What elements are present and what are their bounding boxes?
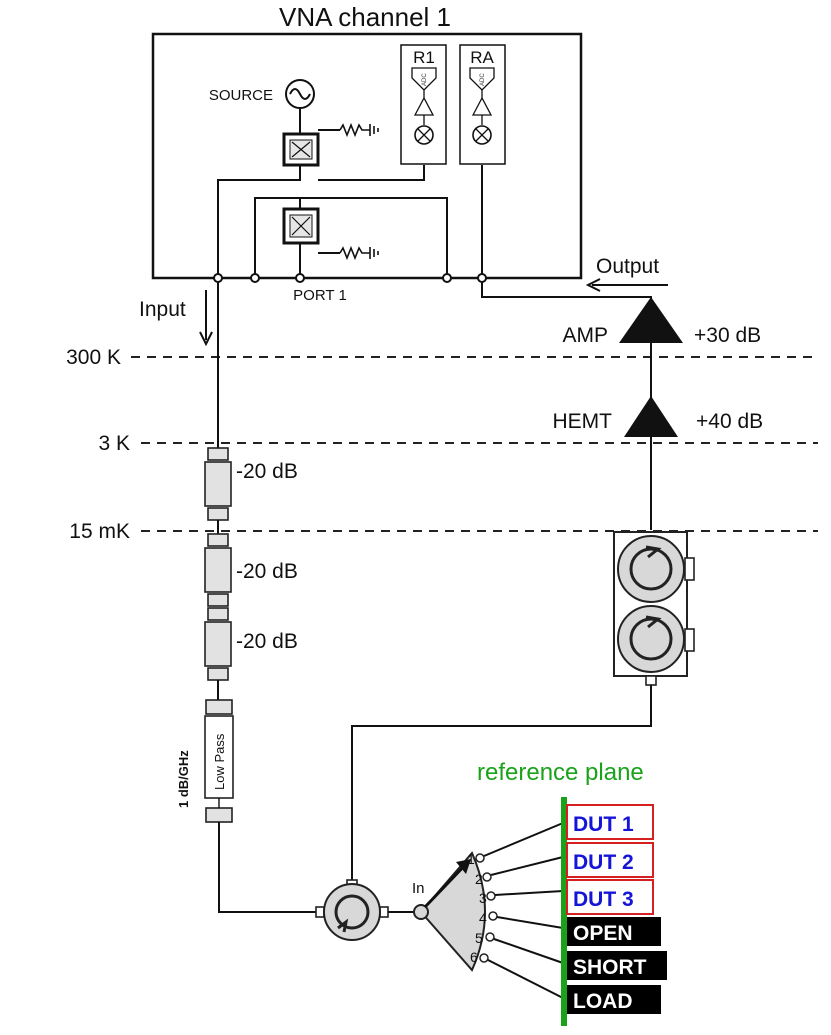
hemt-label: HEMT: [553, 410, 613, 433]
short-label: SHORT: [573, 956, 647, 979]
source-label: SOURCE: [209, 87, 273, 104]
hemt-gain: +40 dB: [696, 410, 763, 433]
switch-in-label: In: [412, 880, 425, 897]
amp-label: AMP: [562, 324, 608, 347]
coupler1-r1-wire: [299, 165, 425, 181]
isolator-to-circulator-wire: [351, 685, 652, 880]
dut-3-label: DUT 3: [573, 888, 634, 911]
receiver-ra-label: RA: [470, 48, 494, 67]
input-label: Input: [139, 298, 186, 321]
amp-gain: +30 dB: [694, 324, 761, 347]
output-cable: [481, 282, 652, 530]
attenuator-2-label: -20 dB: [236, 560, 298, 583]
switch-wire-1: [483, 822, 564, 857]
adc-ra-label: ADC: [480, 73, 486, 86]
circulator-icon: [315, 879, 389, 941]
open-label: OPEN: [573, 922, 633, 945]
adc-r1-label: ADC: [422, 73, 428, 86]
coupler2-loop-wire: [254, 197, 448, 278]
coupler-1-icon: [282, 132, 320, 167]
switch-wire-4: [496, 916, 564, 929]
attenuator-2: [204, 533, 232, 607]
coupler-2-icon: [282, 207, 320, 245]
vna-title: VNA channel 1: [279, 2, 451, 32]
switch-port-6: 6: [470, 949, 478, 965]
attenuator-3-label: -20 dB: [236, 630, 298, 653]
stage-3k-label: 3 K: [98, 432, 130, 455]
rf-switch-icon: [413, 851, 498, 972]
receiver-r1-label: R1: [413, 48, 435, 67]
switch-port-2: 2: [475, 871, 483, 887]
switch-port-5: 5: [475, 930, 483, 946]
input-to-circulator-wire: [218, 822, 318, 913]
hemt-triangle-icon: [624, 396, 678, 437]
receiver-ra: RA ADC: [459, 44, 506, 165]
low-pass-label: Low Pass: [212, 733, 227, 790]
amp-triangle-icon: [619, 297, 683, 343]
dut-3-box: DUT 3: [566, 879, 654, 915]
switch-wire-6: [487, 959, 564, 999]
termination-2-icon: [339, 245, 379, 261]
reference-plane-line: [561, 797, 567, 1026]
open-standard: OPEN: [567, 917, 661, 946]
dut-2-label: DUT 2: [573, 851, 634, 874]
attenuator-1-label: -20 dB: [236, 460, 298, 483]
dut-1-box: DUT 1: [566, 804, 654, 840]
load-label: LOAD: [573, 990, 633, 1013]
isolator-1-icon: [617, 535, 685, 603]
vna-box: [151, 32, 583, 280]
switch-wire-3: [494, 890, 564, 896]
load-standard: LOAD: [567, 985, 661, 1014]
output-arrow-icon: [585, 278, 668, 292]
adc-ra-icon: [469, 67, 495, 91]
attenuator-1: [204, 447, 232, 521]
dut-2-box: DUT 2: [566, 842, 654, 878]
receiver-r1: R1 ADC: [400, 44, 447, 165]
short-standard: SHORT: [567, 951, 667, 980]
reference-plane-label: reference plane: [477, 759, 644, 786]
switch-port-4: 4: [479, 910, 487, 926]
port-label: PORT 1: [293, 287, 347, 304]
switch-wire-2: [490, 856, 564, 876]
attenuator-3: [204, 607, 232, 681]
dut-1-label: DUT 1: [573, 813, 634, 836]
stage-15mk-label: 15 mK: [69, 520, 130, 543]
stage-300k-label: 300 K: [66, 346, 121, 369]
switch-wire-5: [493, 938, 564, 964]
low-pass-filter: [204, 699, 234, 823]
isolator-pair: [613, 531, 695, 686]
input-arrow-icon: [199, 290, 213, 347]
adc-r1-icon: [411, 67, 437, 91]
isolator-2-icon: [617, 605, 685, 673]
switch-port-1: 1: [467, 851, 475, 867]
output-label: Output: [596, 255, 659, 278]
port-nodes: [213, 273, 487, 283]
termination-1-icon: [339, 122, 379, 138]
switch-port-3: 3: [479, 890, 487, 906]
filter-loss-label: 1 dB/GHz: [176, 750, 191, 808]
source-symbol-icon: [285, 79, 315, 109]
